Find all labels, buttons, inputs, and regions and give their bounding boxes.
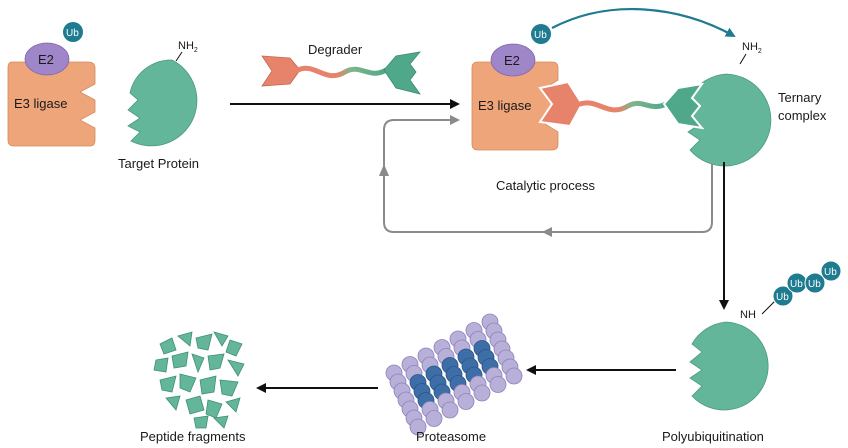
proteasome-subunit (473, 384, 491, 402)
peptide-fragment (227, 359, 245, 377)
poly-target-shape (689, 321, 769, 411)
e2-label: E2 (38, 52, 54, 67)
peptide-fragment (159, 337, 177, 355)
catalytic-process-label: Catalytic process (496, 178, 595, 193)
peptide-fragment (179, 373, 197, 393)
peptide-fragment (177, 331, 193, 347)
ub-chain-3 (804, 272, 826, 294)
svg-text:Ub: Ub (824, 267, 837, 278)
ternary-e3-shape (471, 61, 559, 151)
ub-chain-4 (820, 260, 842, 282)
polyubiquitinated-protein: NH Ub Ub Ub Ub Polyubiquitination (662, 260, 842, 444)
proteasome-subunit (457, 393, 475, 410)
ub-shape (63, 22, 83, 42)
peptide-fragment (205, 399, 223, 419)
peptide-fragment (191, 353, 205, 374)
degrader-label: Degrader (308, 42, 363, 57)
proteasome-subunit (489, 376, 507, 393)
ternary-degrader-right (662, 82, 705, 130)
e2-shape (24, 42, 70, 76)
peptide-fragment (185, 395, 205, 415)
peptide-fragment (165, 395, 181, 411)
ub-chain-1 (772, 285, 794, 307)
svg-text:Ub: Ub (808, 279, 821, 290)
ternary-degrader-linker (577, 100, 669, 113)
degrader-linker (295, 65, 389, 79)
ternary-complex-label-2: complex (778, 108, 827, 123)
proteasome-subunit (505, 367, 523, 385)
degrader-right-head (383, 51, 421, 95)
catalytic-loop: Catalytic process (379, 115, 713, 237)
e3-ligase-label: E3 ligase (14, 96, 67, 111)
ternary-ub-label: Ub (534, 30, 547, 41)
peptide-fragment (225, 339, 243, 357)
poly-nh-label: NH (740, 309, 756, 321)
proteasome-label: Proteasome (416, 429, 486, 444)
ubiquitin-free: Ub (63, 22, 83, 42)
peptide-fragment (213, 415, 229, 429)
proteasome-subunit (441, 401, 459, 419)
e3-ligase-free: E3 ligase (7, 61, 96, 147)
ternary-e3-label: E3 ligase (478, 98, 531, 113)
polyubiquitination-label: Polyubiquitination (662, 429, 764, 444)
nh2-label: NH2 (178, 40, 198, 54)
degrader-free: Degrader (261, 42, 421, 95)
peptide-fragment (171, 351, 189, 369)
peptide-fragment (199, 375, 217, 395)
ub-label: Ub (66, 28, 79, 39)
degrader-left-head (261, 55, 301, 87)
target-protein: NH2 Target Protein (118, 40, 199, 171)
e2-enzyme-free: E2 (24, 42, 70, 76)
peptide-fragment (225, 397, 241, 413)
svg-text:Ub: Ub (790, 279, 803, 290)
catalytic-arrow-path (542, 164, 713, 237)
ternary-degrader-left (538, 80, 584, 128)
target-protein-label: Target Protein (118, 156, 199, 171)
proteasome-subunit (409, 418, 427, 436)
peptide-fragment (193, 415, 209, 429)
target-protein-shape (127, 59, 198, 147)
ternary-complex: E3 ligase E2 Ub NH2 Ternary complex (471, 24, 827, 167)
ternary-ub-shape (531, 24, 551, 44)
peptide-fragments-label: Peptide fragments (140, 429, 246, 444)
svg-text:Ub: Ub (776, 292, 789, 303)
ternary-e2-label: E2 (504, 53, 520, 68)
fragment-shards (153, 331, 245, 429)
ternary-complex-label-1: Ternary (778, 90, 822, 105)
proteasome-subunit (425, 410, 443, 427)
e3-ligase-shape (7, 61, 96, 147)
proteasome-subunits (385, 313, 523, 436)
proteasome: Proteasome (385, 313, 523, 444)
peptide-fragments: Peptide fragments (140, 331, 246, 444)
ub-chain: Ub Ub Ub Ub (772, 260, 842, 307)
ub-transfer-arrow (551, 8, 736, 37)
ternary-nh2-label: NH2 (742, 41, 762, 55)
peptide-fragment (159, 375, 177, 393)
peptide-fragment (153, 357, 169, 373)
peptide-fragment (213, 331, 229, 347)
peptide-fragment (207, 353, 225, 371)
peptide-fragment (219, 379, 239, 397)
peptide-fragment (195, 333, 213, 351)
ternary-e2-shape (490, 43, 536, 77)
